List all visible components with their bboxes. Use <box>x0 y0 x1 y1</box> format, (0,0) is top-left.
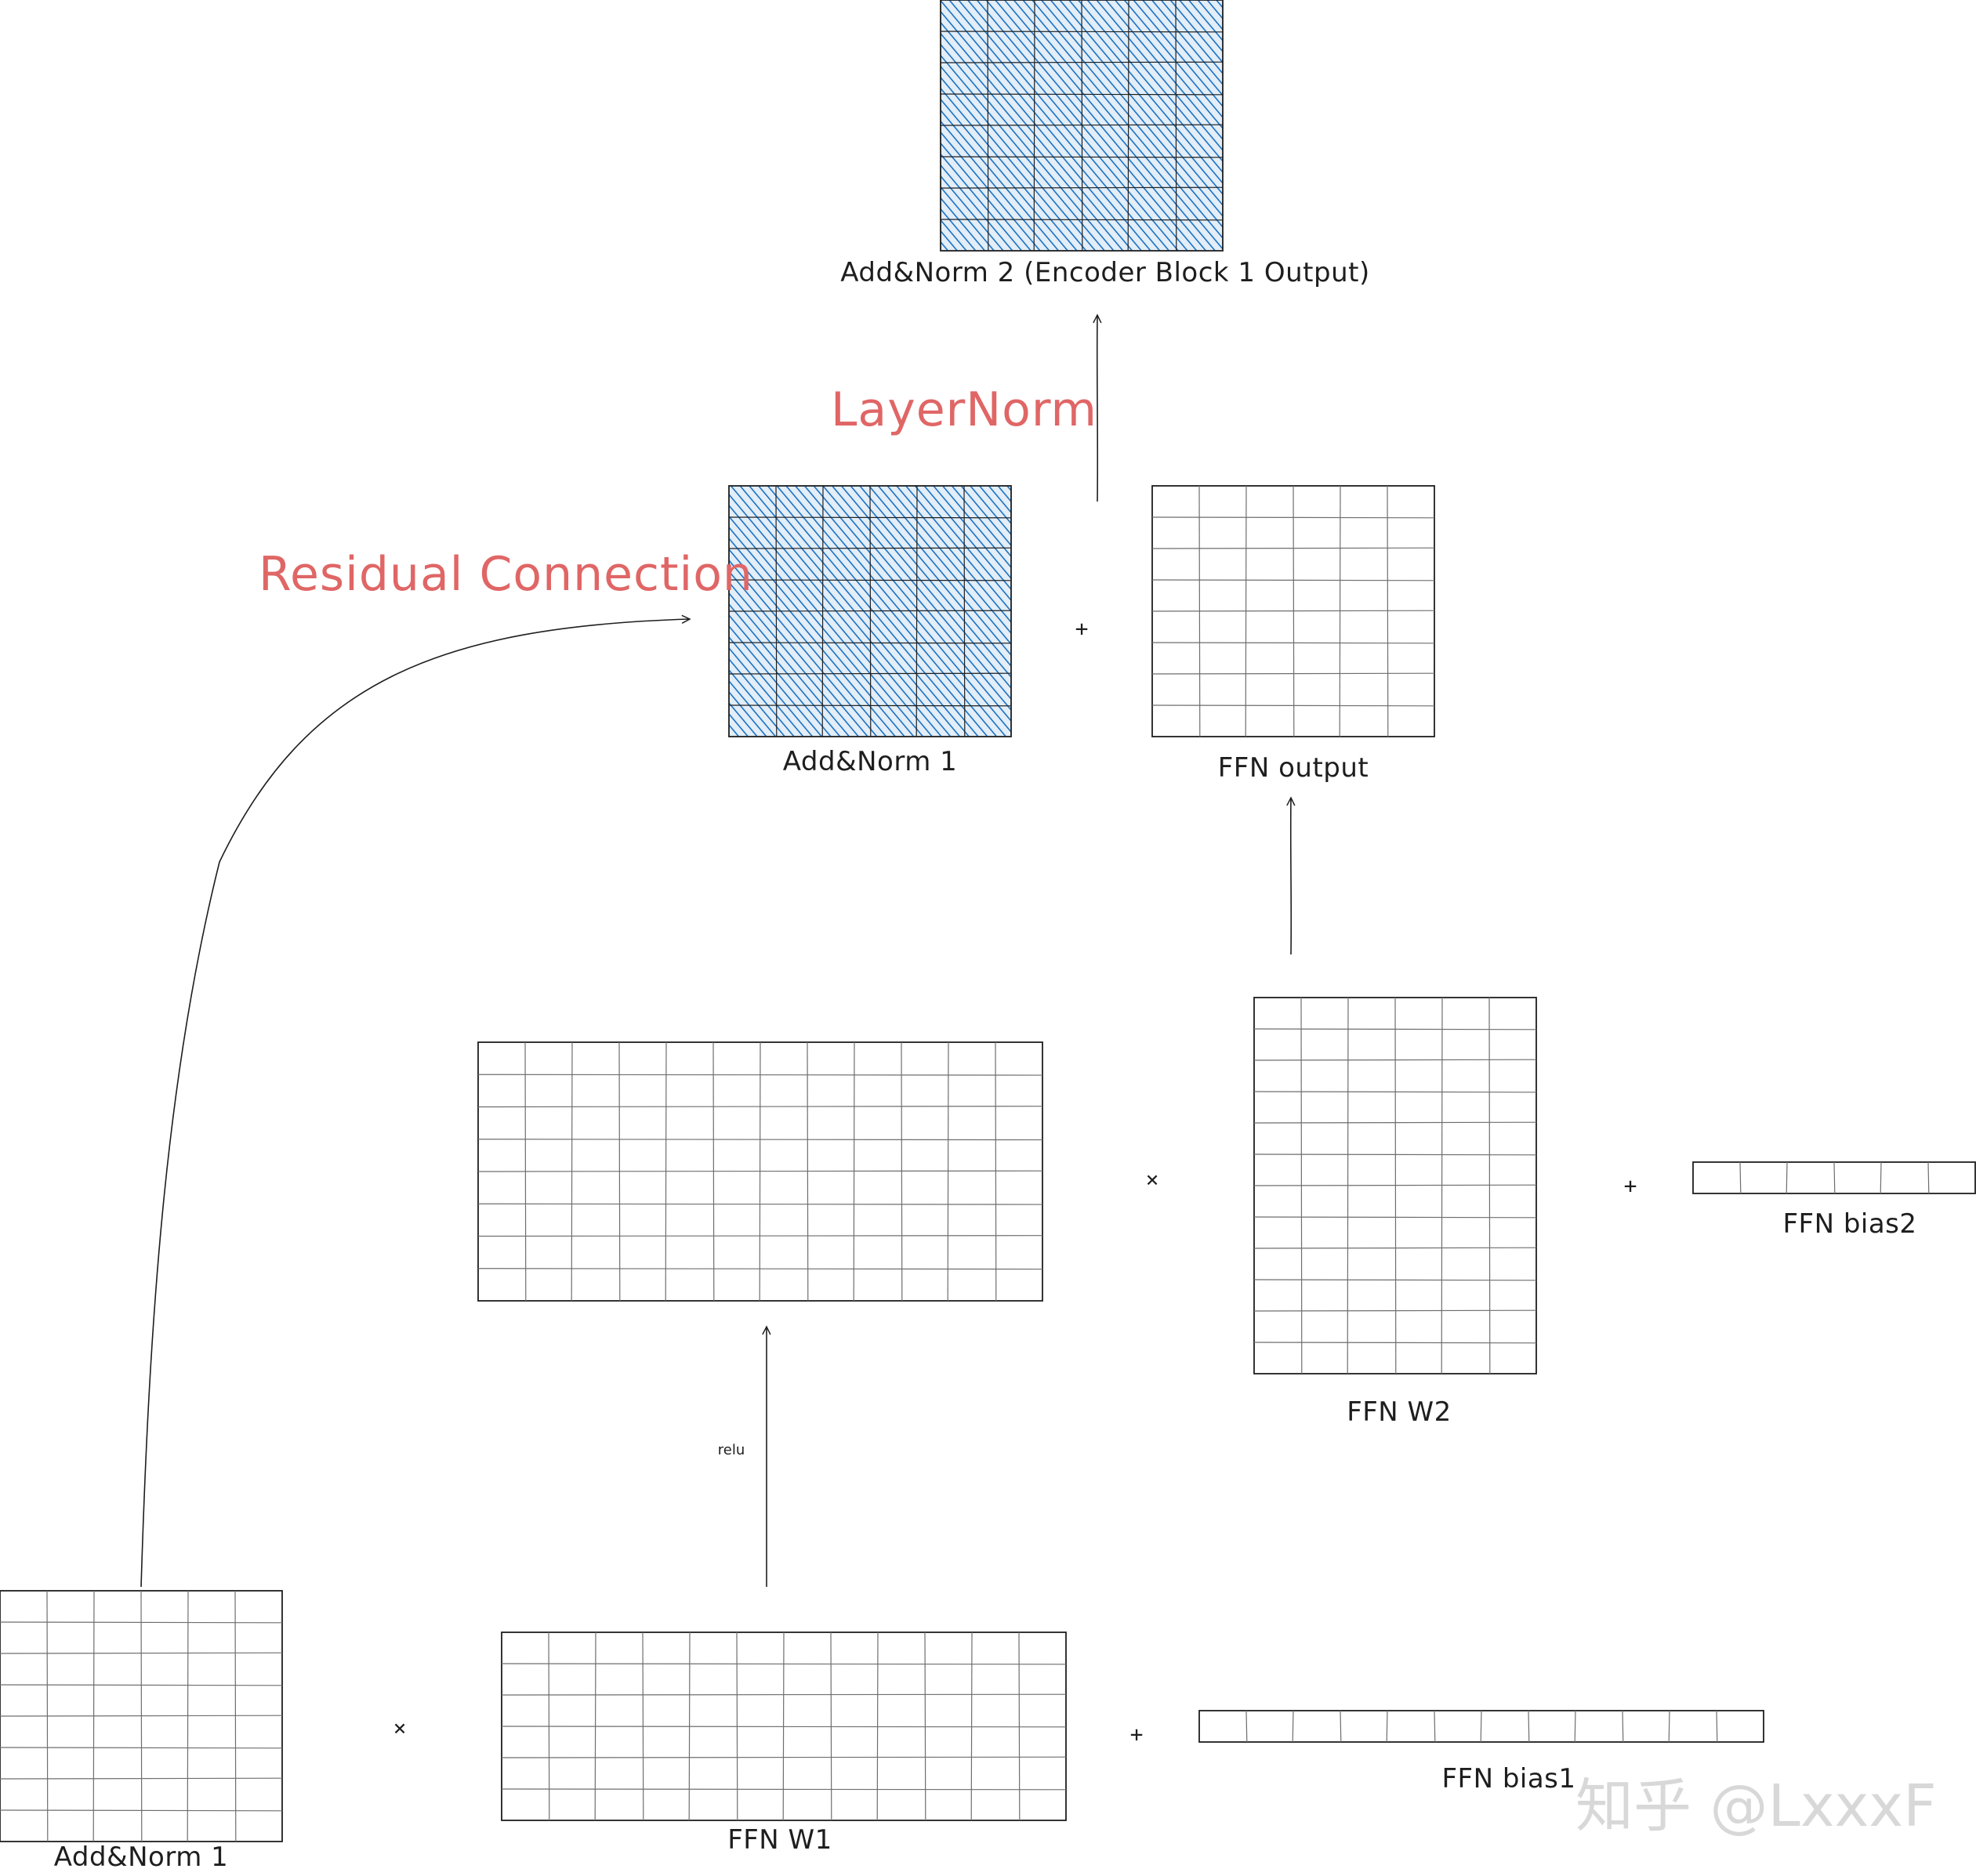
plus-operator-bottom: + <box>1129 1721 1144 1747</box>
matrix-ffn-w1 <box>501 1632 1067 1821</box>
matrix-addnorm2 <box>940 0 1224 252</box>
matrix-ffn-hidden <box>477 1041 1043 1302</box>
residual-connection-arrow <box>140 614 691 1588</box>
times-operator-mid: × <box>1145 1166 1159 1193</box>
times-operator-bottom: × <box>393 1715 407 1741</box>
layernorm-label: LayerNorm <box>831 382 1097 437</box>
relu-label: relu <box>717 1442 745 1458</box>
ffn-w2-label: FFN W2 <box>1347 1396 1452 1428</box>
matrix-ffn-output <box>1151 485 1435 737</box>
addnorm2-label: Add&Norm 2 (Encoder Block 1 Output) <box>840 257 1370 288</box>
plus-operator-top: + <box>1075 615 1089 642</box>
plus-operator-mid: + <box>1623 1172 1637 1199</box>
matrix-ffn-w2 <box>1253 997 1537 1374</box>
residual-connection-label: Residual Connection <box>259 547 753 602</box>
ffn-bias2-label: FFN bias2 <box>1782 1208 1917 1240</box>
matrix-ffn-bias2 <box>1692 1161 1976 1194</box>
addnorm1-bottom-label: Add&Norm 1 <box>53 1842 229 1873</box>
matrix-addnorm1-top <box>728 485 1012 737</box>
matrix-ffn-bias1 <box>1198 1710 1764 1743</box>
ffn-bias1-label: FFN bias1 <box>1441 1763 1576 1795</box>
ffn-output-label: FFN output <box>1217 752 1369 784</box>
ffn-output-arrow <box>1286 796 1296 955</box>
addnorm1-top-label: Add&Norm 1 <box>782 746 958 777</box>
matrix-addnorm1-bottom <box>0 1590 283 1842</box>
watermark: 知乎 @LxxxF <box>1575 1773 1937 1840</box>
ffn-w1-label: FFN W1 <box>727 1824 832 1856</box>
layernorm-arrow <box>1093 313 1102 502</box>
